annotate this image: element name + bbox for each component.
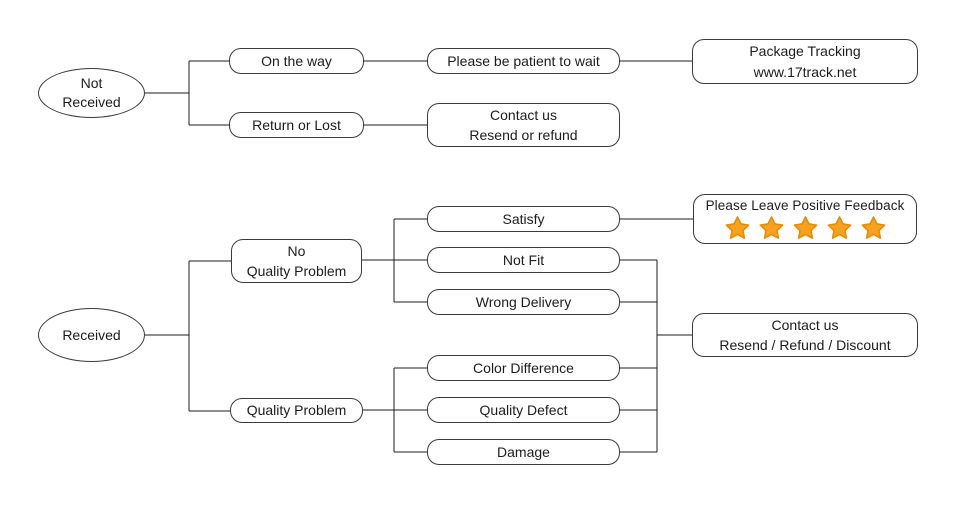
star-icon [759,216,783,240]
node-label: Package Tracking www.17track.net [749,43,861,80]
node-received: Received [38,308,145,362]
node-on-the-way: On the way [229,48,364,74]
node-quality-defect: Quality Defect [427,397,620,423]
node-label: On the way [261,52,332,69]
node-label: Quality Defect [479,401,568,418]
node-label: Satisfy [502,210,545,227]
node-label: No Quality Problem [246,242,347,279]
node-positive-feedback: Please Leave Positive Feedback [693,194,917,244]
node-color-difference: Color Difference [427,355,620,381]
node-label: Quality Problem [246,402,347,419]
node-no-quality-problem: No Quality Problem [231,239,362,283]
node-label: Contact us Resend / Refund / Discount [719,316,891,353]
edge-not-received-branch [145,60,229,126]
node-damage: Damage [427,439,620,465]
node-label: Not Received [62,75,121,110]
node-contact-resend-refund: Contact us Resend or refund [427,103,620,147]
edge-collector [620,259,692,453]
node-label: Contact us Resend or refund [469,106,578,143]
node-quality-problem: Quality Problem [230,398,363,423]
star-rating [724,215,887,241]
edge-quality-branch [363,367,427,453]
edge-no-quality-branch [362,218,427,303]
star-icon [861,216,885,240]
node-label: Return or Lost [252,116,341,133]
node-label: Please Leave Positive Feedback [705,197,905,213]
node-label: Not Fit [502,251,545,268]
node-label: Received [62,326,121,343]
edge-received-branch [145,260,231,412]
star-icon [725,216,749,240]
star-icon [827,216,851,240]
node-be-patient: Please be patient to wait [427,48,620,74]
node-label: Please be patient to wait [447,52,600,69]
node-wrong-delivery: Wrong Delivery [427,289,620,315]
star-icon [793,216,817,240]
node-satisfy: Satisfy [427,206,620,232]
node-label: Wrong Delivery [475,293,572,310]
node-not-received: Not Received [38,68,145,118]
node-return-or-lost: Return or Lost [229,112,364,138]
node-label: Color Difference [473,359,574,376]
node-label: Damage [497,443,550,460]
node-package-tracking: Package Tracking www.17track.net [692,39,918,84]
node-not-fit: Not Fit [427,247,620,273]
node-contact-discount: Contact us Resend / Refund / Discount [692,313,918,357]
